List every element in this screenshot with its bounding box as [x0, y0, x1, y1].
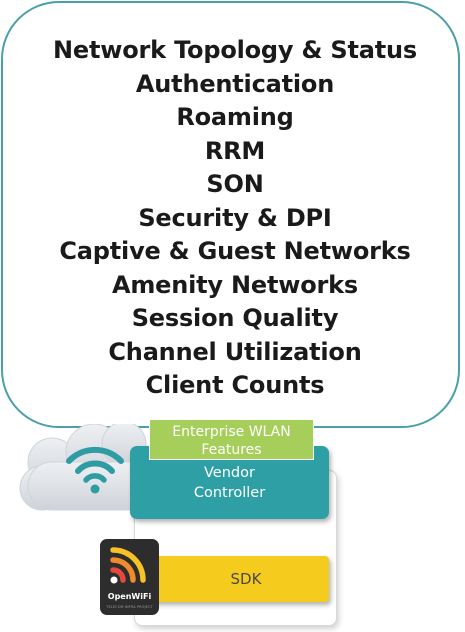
feature-item-roaming: Roaming	[176, 103, 294, 131]
feature-item-security-dpi: Security & DPI	[138, 203, 332, 232]
enterprise-tag-line1: Enterprise WLAN	[172, 424, 291, 440]
sdk-bar: SDK	[145, 556, 329, 602]
enterprise-wlan-features-tag: Enterprise WLAN Features	[149, 419, 314, 460]
feature-list: Network Topology & Status Authentication…	[3, 34, 465, 403]
openwifi-tagline: TELECOM INFRA PROJECT	[106, 605, 153, 609]
feature-item-amenity: Amenity Networks	[111, 270, 359, 299]
features-bubble: Network Topology & Status Authentication…	[1, 1, 460, 428]
feature-item-son: SON	[206, 170, 264, 198]
vendor-controller-line2: Controller	[193, 485, 266, 501]
feature-item-channel-utilization: Channel Utilization	[108, 337, 362, 366]
feature-item-rrm: RRM	[204, 136, 266, 165]
feature-item-authentication: Authentication	[135, 69, 335, 98]
openwifi-logo: OpenWiFi TELECOM INFRA PROJECT	[100, 539, 159, 615]
feature-item-client-counts: Client Counts	[145, 371, 325, 399]
feature-item-session-quality: Session Quality	[131, 304, 339, 332]
sdk-label: SDK	[230, 570, 262, 588]
vendor-controller-line1: Vendor	[204, 465, 255, 481]
wifi-icon	[66, 446, 124, 494]
openwifi-logo-icon	[110, 547, 146, 584]
enterprise-tag-line2: Features	[201, 442, 262, 458]
feature-item-captive-guest: Captive & Guest Networks	[59, 237, 411, 265]
feature-item-network-topology: Network Topology & Status	[53, 36, 417, 64]
openwifi-brand-text: OpenWiFi	[107, 592, 152, 601]
